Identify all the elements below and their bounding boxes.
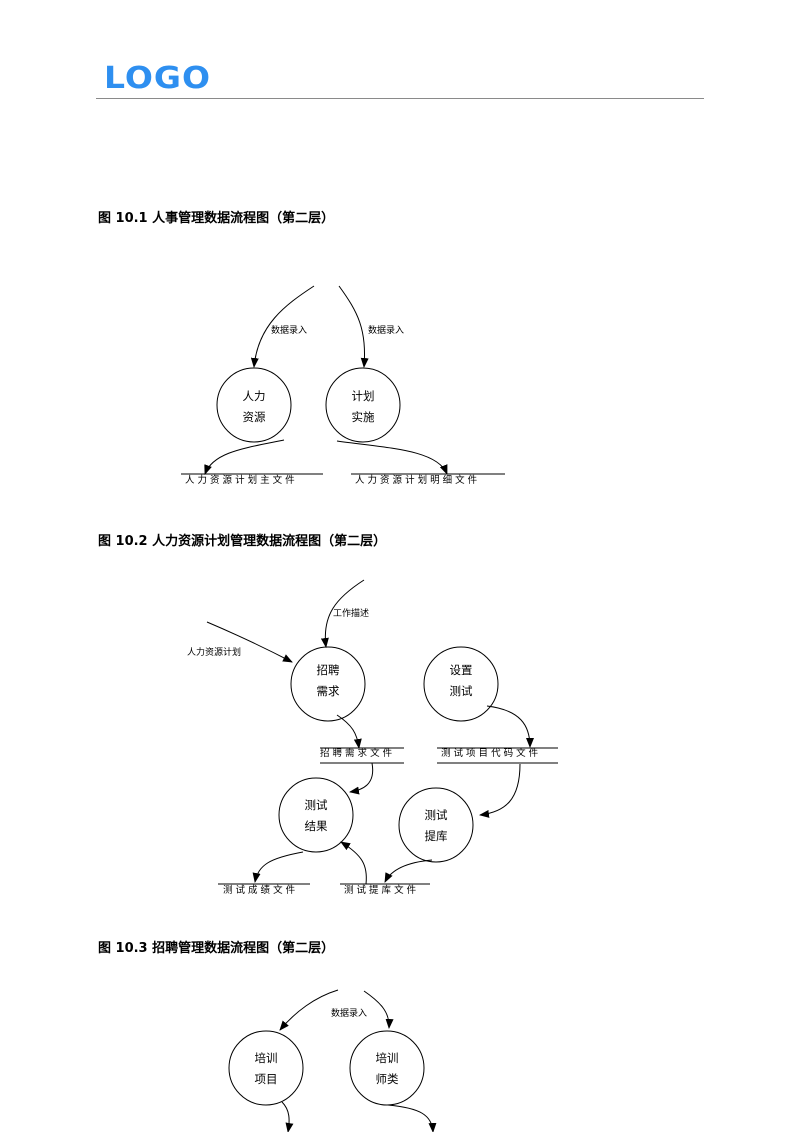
process-plan-implementation: 计划 实施 xyxy=(325,367,401,443)
flow-arrow-to-bank-file xyxy=(384,859,433,883)
flow-arrow-input-left xyxy=(250,285,315,368)
data-store-test-bank-file: 测 试 提 库 文 件 xyxy=(340,883,430,896)
flow-arrow-to-test-code-file xyxy=(486,705,534,748)
data-store-recruitment-demand-file: 招 聘 需 求 文 件 xyxy=(320,747,404,764)
figure-10-1: 数据录入 数据录入 人力 资源 计划 实施 人 力 资 源 计 划 主 文 件 … xyxy=(181,285,505,486)
process-training-teacher-type: 培训 师类 xyxy=(349,1030,425,1106)
svg-text:设置: 设置 xyxy=(450,663,473,677)
header-divider xyxy=(96,98,704,99)
svg-text:测 试 项 目 代 码 文 件: 测 试 项 目 代 码 文 件 xyxy=(441,747,539,759)
flow-arrow-bank-file-to-result xyxy=(340,841,367,885)
flow-label: 人力资源计划 xyxy=(187,646,241,658)
flow-arrow-to-test-result xyxy=(349,762,374,795)
flow-arrow-down-right xyxy=(387,1104,437,1132)
svg-text:需求: 需求 xyxy=(317,684,340,698)
svg-text:测试: 测试 xyxy=(450,684,473,698)
data-store-plan-master-file: 人 力 资 源 计 划 主 文 件 xyxy=(181,473,323,486)
svg-text:实施: 实施 xyxy=(352,410,375,424)
flow-arrow-job-description xyxy=(320,579,365,648)
flow-arrow-to-detail-file xyxy=(336,440,448,475)
svg-text:人 力 资 源 计 划 明 细 文 件: 人 力 资 源 计 划 明 细 文 件 xyxy=(355,474,478,486)
figure-caption-10-1: 图 10.1 人事管理数据流程图（第二层） xyxy=(98,211,335,226)
svg-text:师类: 师类 xyxy=(376,1072,399,1086)
figure-10-2: 工作描述 人力资源计划 招聘 需求 设置 测试 招 聘 需 求 文 件 测 试 … xyxy=(187,579,558,896)
flow-arrow-hr-plan xyxy=(206,621,293,663)
process-test-bank: 测试 提库 xyxy=(398,787,474,863)
svg-text:提库: 提库 xyxy=(425,829,448,843)
svg-text:招 聘 需 求 文 件: 招 聘 需 求 文 件 xyxy=(320,747,393,759)
flow-label: 数据录入 xyxy=(331,1007,367,1019)
svg-text:培训: 培训 xyxy=(255,1051,278,1065)
svg-text:计划: 计划 xyxy=(352,389,375,403)
svg-text:培训: 培训 xyxy=(376,1051,399,1065)
flow-arrow-to-demand-file xyxy=(336,714,362,749)
svg-text:资源: 资源 xyxy=(243,410,266,424)
svg-text:人 力 资 源 计 划 主 文 件: 人 力 资 源 计 划 主 文 件 xyxy=(185,474,295,486)
process-setup-test: 设置 测试 xyxy=(423,646,499,722)
svg-text:测 试 成 绩 文 件: 测 试 成 绩 文 件 xyxy=(223,884,296,896)
svg-text:结果: 结果 xyxy=(305,819,328,833)
figure-10-3: 数据录入 培训 项目 培训 师类 xyxy=(228,989,437,1132)
process-recruitment-demand: 招聘 需求 xyxy=(290,646,366,722)
flow-arrow-down-left xyxy=(281,1101,294,1132)
figure-caption-10-2: 图 10.2 人力资源计划管理数据流程图（第二层） xyxy=(98,534,387,549)
data-store-plan-detail-file: 人 力 资 源 计 划 明 细 文 件 xyxy=(351,473,505,486)
flow-label: 数据录入 xyxy=(271,324,307,336)
flow-label: 数据录入 xyxy=(368,324,404,336)
svg-text:招聘: 招聘 xyxy=(317,663,340,677)
data-store-test-item-code-file: 测 试 项 目 代 码 文 件 xyxy=(437,747,558,764)
flow-label: 工作描述 xyxy=(333,607,369,619)
svg-text:人力: 人力 xyxy=(243,389,266,403)
svg-text:测 试 提 库 文 件: 测 试 提 库 文 件 xyxy=(344,884,417,896)
svg-text:项目: 项目 xyxy=(255,1072,278,1086)
svg-text:测试: 测试 xyxy=(305,798,328,812)
process-training-project: 培训 项目 xyxy=(228,1030,304,1106)
flow-arrow-input-right xyxy=(363,990,394,1029)
flow-arrow-input-right xyxy=(338,285,369,368)
flow-arrow-to-test-bank xyxy=(479,763,521,818)
svg-text:测试: 测试 xyxy=(425,808,448,822)
flow-arrow-input-left xyxy=(279,989,339,1031)
process-test-result: 测试 结果 xyxy=(278,777,354,853)
figure-caption-10-3: 图 10.3 招聘管理数据流程图（第二层） xyxy=(98,941,335,956)
data-store-test-score-file: 测 试 成 绩 文 件 xyxy=(218,883,310,896)
process-human-resources: 人力 资源 xyxy=(216,367,292,443)
flow-arrow-to-score-file xyxy=(252,851,304,883)
flow-arrow-to-master-file xyxy=(204,439,285,475)
logo: LOGO xyxy=(104,59,212,96)
